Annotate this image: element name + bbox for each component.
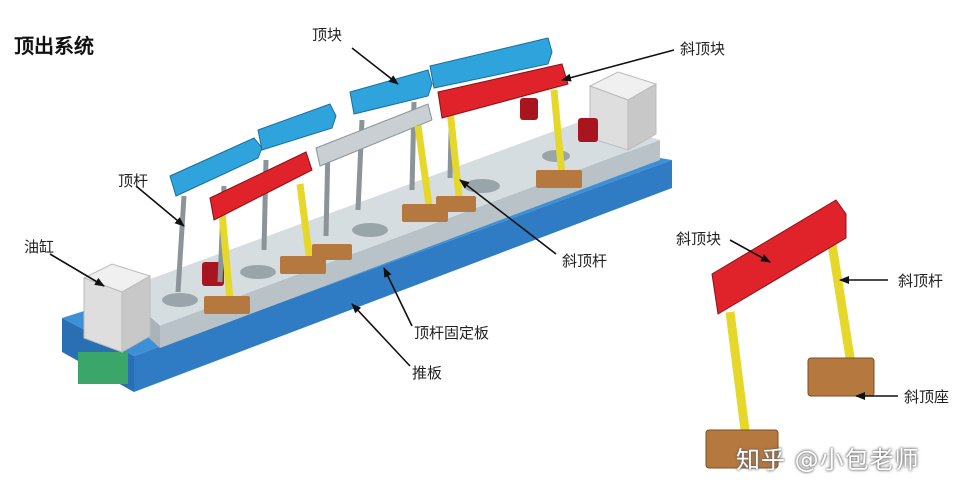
label-cylinder: 油缸	[24, 238, 55, 256]
leader-arrows	[49, 47, 898, 400]
label-lifter-rod-detail: 斜顶杆	[898, 272, 944, 290]
page-title: 顶出系统	[14, 34, 94, 58]
label-lifter-block-top: 斜顶块	[680, 40, 726, 58]
lifter-assembly-detail	[705, 199, 875, 469]
lifter-seats-main	[204, 170, 582, 314]
lifter-rods-main	[218, 89, 566, 301]
cylinder-right	[588, 71, 658, 151]
label-lifter-block-detail: 斜顶块	[676, 230, 722, 248]
label-ejector-block: 顶块	[312, 26, 343, 44]
label-fixing-plate: 顶杆固定板	[414, 324, 490, 342]
label-push-plate: 推板	[412, 364, 443, 382]
watermark: 知乎 @小包老师	[736, 446, 920, 474]
ejector-blocks	[169, 37, 553, 197]
label-lifter-rod-main: 斜顶杆	[562, 252, 608, 270]
label-ejector-pin: 顶杆	[118, 172, 149, 190]
label-lifter-seat: 斜顶座	[904, 388, 950, 406]
ejector-fixing-plate	[120, 118, 660, 348]
lifter-blocks-main	[209, 63, 569, 221]
cylinder-left	[82, 263, 152, 353]
